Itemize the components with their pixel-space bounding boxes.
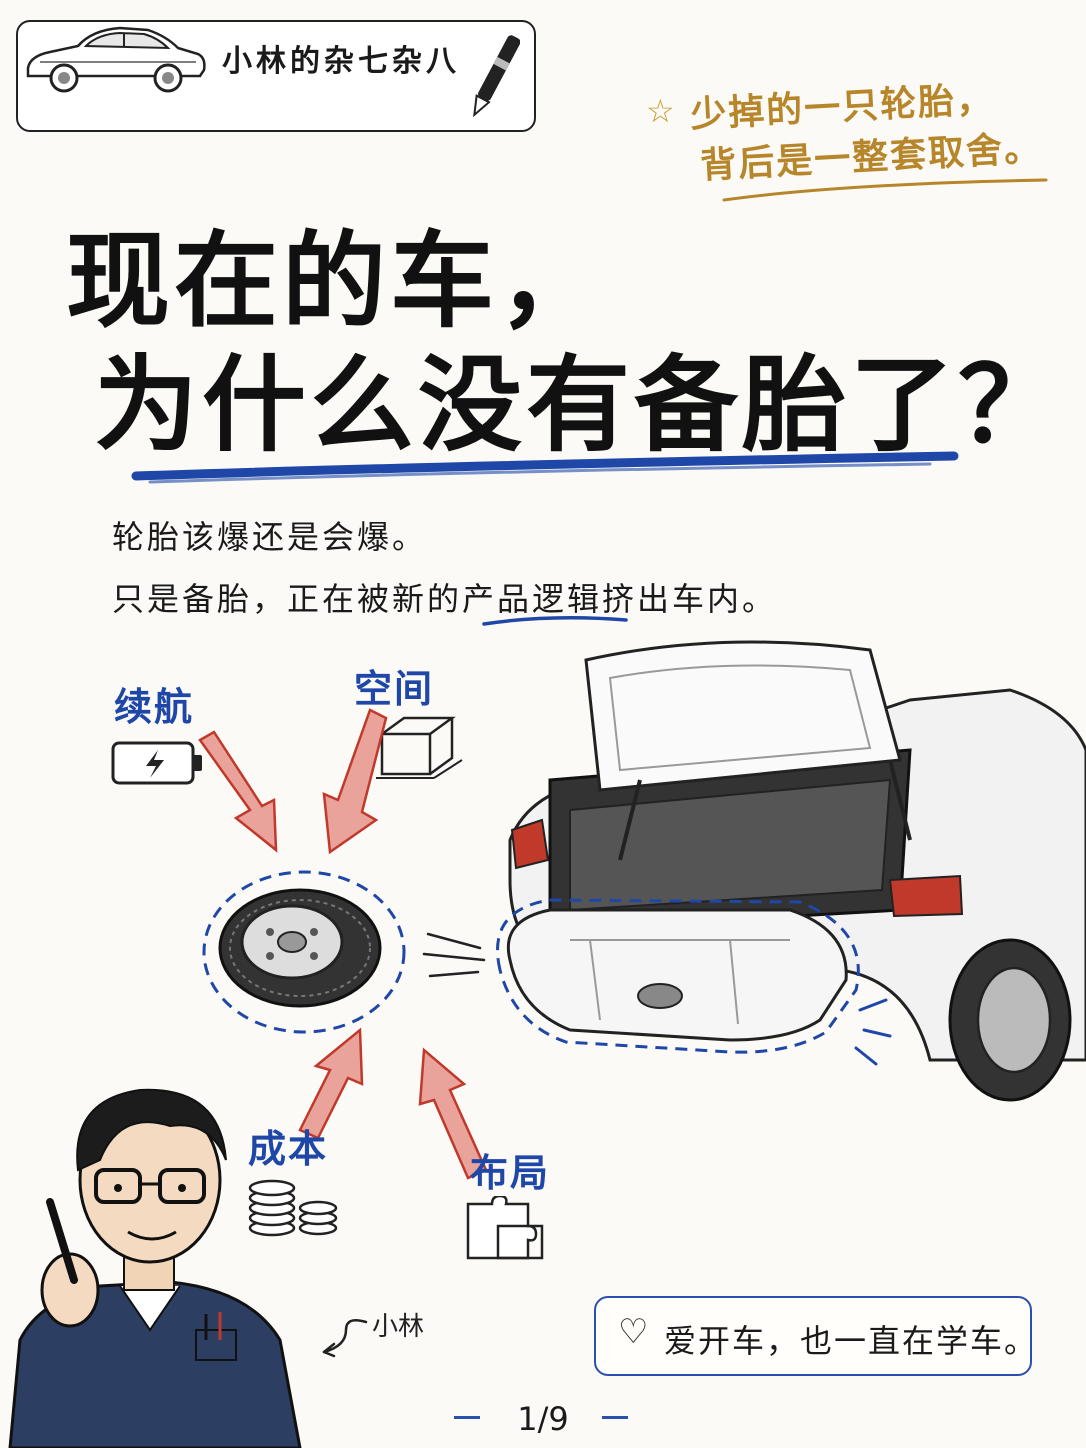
page-title-line-1: 现在的车，	[66, 220, 607, 342]
pen-icon	[473, 35, 520, 118]
header-badge-text: 小林的杂七杂八	[222, 44, 460, 79]
signature-text: 小林	[372, 1312, 425, 1342]
character-avatar	[8, 1088, 302, 1448]
page-dash-right	[602, 1416, 628, 1419]
note-underline	[722, 178, 1048, 202]
puzzle-icon	[466, 1196, 544, 1260]
subtitle-line-2: 只是备胎，正在被新的产品逻辑挤出车内。	[112, 580, 778, 618]
motion-lines	[422, 932, 486, 978]
factor-range-label: 续航	[114, 685, 195, 729]
factor-layout-label: 布局	[470, 1151, 551, 1195]
subtitle-underline	[482, 616, 628, 626]
slogan-box	[594, 1296, 1032, 1376]
battery-icon	[111, 741, 202, 785]
arrows-top	[198, 708, 388, 855]
cube-icon	[376, 716, 463, 779]
arrows-bottom	[298, 1027, 488, 1180]
title-underline	[131, 451, 959, 484]
subtitle-line-1: 轮胎该爆还是会爆。	[112, 518, 428, 556]
page-title-line-2: 为什么没有备胎了？	[94, 344, 1067, 466]
heart-icon: ♡	[618, 1312, 649, 1352]
spare-tire-icon	[202, 870, 406, 1034]
coins-icon	[248, 1179, 338, 1237]
factor-cost-label: 成本	[248, 1127, 329, 1171]
page-dash-left	[454, 1416, 480, 1419]
page-indicator: 1/9	[517, 1400, 569, 1438]
factor-space-label: 空间	[354, 667, 435, 711]
sedan-car-icon	[26, 26, 206, 93]
signature-arrow-icon	[322, 1319, 368, 1358]
star-icon: ☆	[646, 92, 675, 130]
slogan-text: 爱开车，也一直在学车。	[664, 1322, 1039, 1360]
car-trunk-illustration	[495, 640, 1086, 1102]
